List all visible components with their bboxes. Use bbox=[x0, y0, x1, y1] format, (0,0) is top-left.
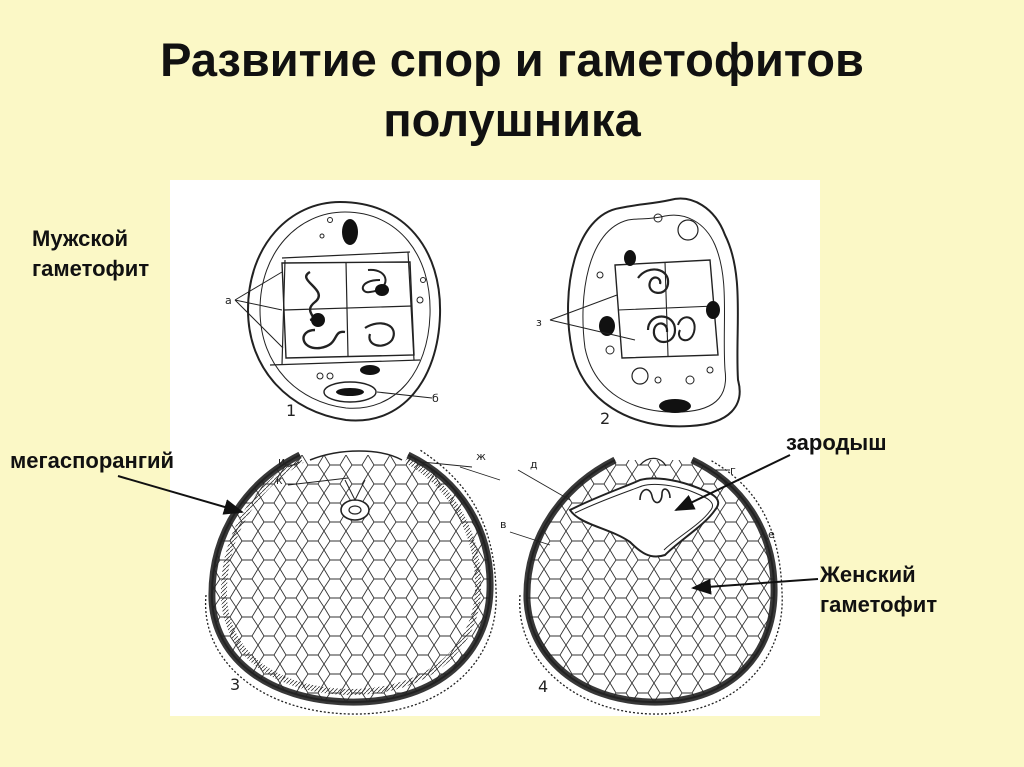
letter-g: г bbox=[730, 464, 736, 477]
label-male-gametophyte: Мужской гаметофит bbox=[32, 224, 149, 284]
letter-z: з bbox=[536, 316, 542, 329]
figure-drawing: а б з и к ж д г в е 1 2 3 4 bbox=[204, 197, 783, 715]
label-female-line-2: гаметофит bbox=[820, 592, 938, 617]
letter-k: к bbox=[276, 474, 283, 487]
label-megasporangium: мегаспорангий bbox=[10, 448, 175, 473]
spore-development-figure: а б з и к ж д г в е 1 2 3 4 bbox=[170, 180, 820, 716]
panel-3-megasporangium bbox=[204, 449, 497, 715]
title-line-1: Развитие спор и гаметофитов bbox=[160, 33, 864, 86]
title-line-2: полушника bbox=[383, 93, 641, 146]
label-female-gametophyte: Женский гаметофит bbox=[820, 560, 937, 620]
letter-i: и bbox=[278, 455, 285, 468]
panel-number-3: 3 bbox=[230, 675, 240, 694]
panel-4-female-gametophyte bbox=[519, 456, 783, 715]
letter-d: д bbox=[530, 458, 538, 471]
letter-e: е bbox=[768, 528, 775, 541]
letter-zh: ж bbox=[476, 450, 486, 463]
panel-number-4: 4 bbox=[538, 677, 548, 696]
label-female-line-1: Женский bbox=[820, 562, 916, 587]
letter-v: в bbox=[500, 518, 506, 531]
label-male-line-1: Мужской bbox=[32, 226, 129, 251]
slide-title: Развитие спор и гаметофитов полушника bbox=[0, 30, 1024, 150]
letter-a: а bbox=[225, 294, 232, 307]
label-embryo: зародыш bbox=[786, 430, 887, 455]
panel-1-male-gametophyte bbox=[234, 200, 442, 422]
letter-b: б bbox=[432, 392, 439, 405]
panel-number-1: 1 bbox=[286, 401, 296, 420]
panel-2-male-gametophyte bbox=[549, 197, 741, 428]
panel-number-2: 2 bbox=[600, 409, 610, 428]
label-male-line-2: гаметофит bbox=[32, 256, 150, 281]
annotation-leader-lines bbox=[287, 461, 769, 546]
